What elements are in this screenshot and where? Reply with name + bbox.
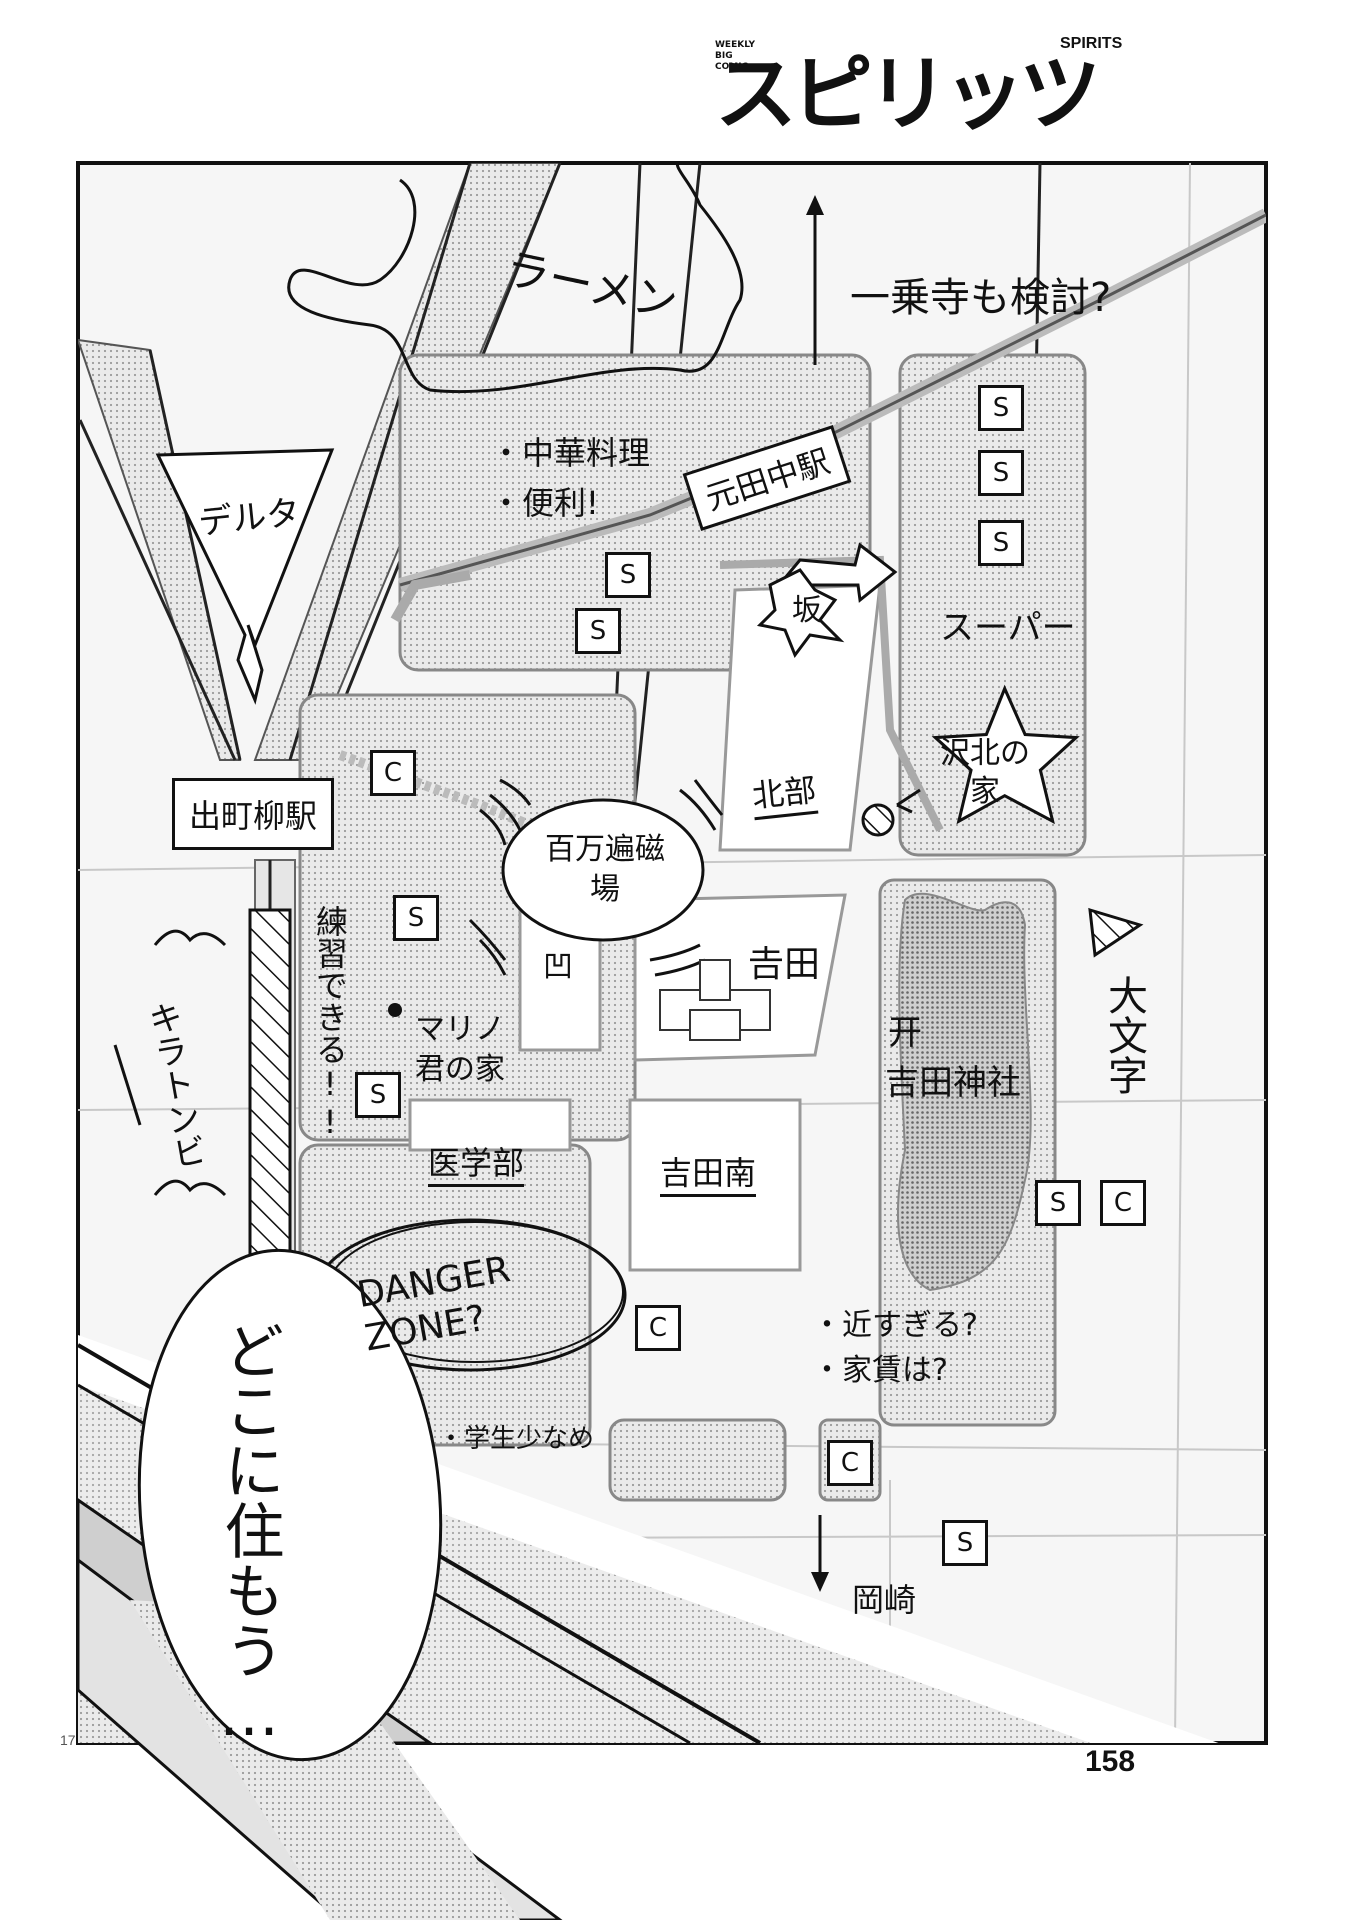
sawakita-house-label: 沢北の家: [935, 735, 1035, 811]
rent-label: ・家賃は?: [812, 1353, 948, 1388]
speech-bubble-shape: [137, 1248, 443, 1762]
marker-s: S: [393, 895, 439, 941]
convenient-label: ・便利!: [490, 484, 599, 522]
demachi-station-label: 出町柳駅: [172, 778, 335, 850]
marker-s: S: [978, 385, 1024, 431]
shrine-mark: 开: [888, 1013, 922, 1053]
panel-number: 17: [60, 1732, 76, 1748]
okazaki-label: 岡崎: [852, 1581, 917, 1619]
clock-tower: [659, 959, 771, 1041]
delta-callout: [155, 448, 335, 705]
marker-s: S: [978, 520, 1024, 566]
marker-s: S: [978, 450, 1024, 496]
marker-s: S: [575, 608, 621, 654]
marker-c: C: [1100, 1180, 1146, 1226]
magazine-small-text: WEEKLY BIG COMIC: [715, 40, 756, 72]
marker-s: S: [355, 1072, 401, 1118]
practice-label: 練習できる!!: [311, 905, 349, 1141]
marker-c: C: [635, 1305, 681, 1351]
magazine-logo-text: スピリッツ: [715, 47, 1101, 142]
ichijoji-label: 一乗寺も検討?: [850, 275, 1112, 321]
sawakita-house-text: 沢北の家: [940, 736, 1030, 809]
speech-bubble-text: どこに住もう…: [214, 1320, 284, 1750]
yoshida-shrine-label: 吉田神社: [885, 1063, 1021, 1103]
million-field-circle: [501, 798, 705, 942]
few-students-label: ・学生少なめ: [438, 1424, 595, 1454]
kitabe-label: 北部: [749, 764, 819, 821]
page-number: 158: [1085, 1745, 1136, 1778]
yoshida-minami-label: 吉田南: [660, 1148, 757, 1197]
magazine-spirits-text: SPIRITS: [1060, 35, 1123, 52]
clock-kanji-label: 𠮷田: [748, 944, 821, 985]
hakkou-mark: 凹: [532, 950, 576, 980]
marikun-house-label: マリノ君の家: [405, 1010, 515, 1090]
supermarket-label: スーパー: [940, 608, 1076, 648]
marker-s: S: [942, 1520, 988, 1566]
marker-s: S: [1035, 1180, 1081, 1226]
slope-label: 坂: [792, 593, 822, 628]
too-close-label: ・近すぎる?: [812, 1308, 978, 1343]
marker-c: C: [370, 750, 416, 796]
hakkou-text: 凹: [537, 950, 572, 980]
marker-s: S: [605, 552, 651, 598]
million-field-label: 百万遍磁場: [540, 830, 670, 910]
slope-arrow: [771, 542, 898, 603]
star-house: [931, 684, 1080, 825]
magazine-logo: WEEKLY BIG COMIC SPIRITS スピリッツ: [715, 35, 1170, 145]
daimonji-label: 大文字: [1101, 975, 1147, 1095]
marker-c: C: [827, 1440, 873, 1486]
marikun-house-text: マリノ君の家: [415, 1012, 505, 1087]
chinese-food-label: ・中華料理: [490, 434, 651, 472]
medical-label: 医学部: [428, 1138, 525, 1187]
million-field-text: 百万遍磁場: [545, 832, 665, 907]
shrine-forest: [896, 892, 1032, 1292]
